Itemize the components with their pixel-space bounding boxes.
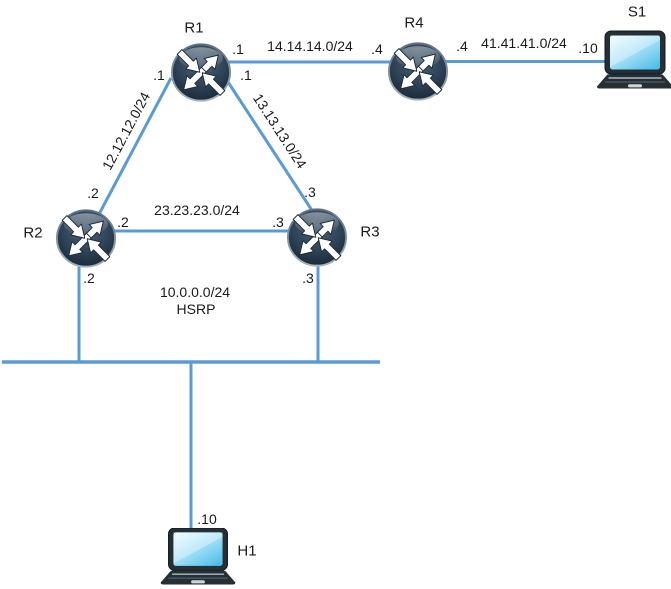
port-label-r4-s1-at-r4: .4 [456,38,468,54]
node-label-r3: R3 [360,223,380,241]
port-label-r2-r3-at-r3: .3 [272,214,284,230]
port-label-r1-r2-at-r1: .1 [153,67,165,83]
node-label-r2: R2 [23,224,43,242]
port-label-r1-r4-at-r1: .1 [232,41,244,57]
subnet-label-r2-r3: 23.23.23.0/24 [154,202,240,218]
subnet-label-lan: 10.0.0.0/24 [159,284,231,300]
port-label-lan-at-r3: .3 [302,270,314,286]
r1-router-icon[interactable] [172,44,230,100]
link-r1-r2[interactable] [85,77,173,238]
link-r1-r3[interactable] [226,81,315,213]
port-label-r1-r2-at-r2: .2 [87,185,99,201]
subnet-label-r1-r4: 14.14.14.0/24 [267,38,353,54]
subnet-label-r4-s1: 41.41.41.0/24 [481,35,567,51]
h1-laptop-icon[interactable] [160,528,236,585]
port-label-r2-r3-at-r2: .2 [117,214,129,230]
r3-router-icon[interactable] [288,209,346,265]
port-label-lan-at-r2: .2 [83,270,95,286]
s1-laptop-icon[interactable] [597,30,671,90]
node-icons [57,30,671,585]
port-label-r1-r3-at-r3: .3 [304,184,316,200]
port-label-r1-r3-at-r1: .1 [240,67,252,83]
port-label-r4-s1-at-s1: .10 [578,40,598,56]
port-label-r1-r4-at-r4: .4 [371,41,383,57]
r4-router-icon[interactable] [389,43,447,99]
node-label-r4: R4 [404,14,424,32]
node-label-h1: H1 [237,542,257,560]
r2-router-icon[interactable] [57,210,115,266]
node-label-r1: R1 [184,19,204,37]
link-lines [2,60,606,530]
lan-protocol-label: HSRP [176,301,216,317]
port-label-lan-at-h1: .10 [197,511,217,527]
node-label-s1: S1 [627,3,647,21]
